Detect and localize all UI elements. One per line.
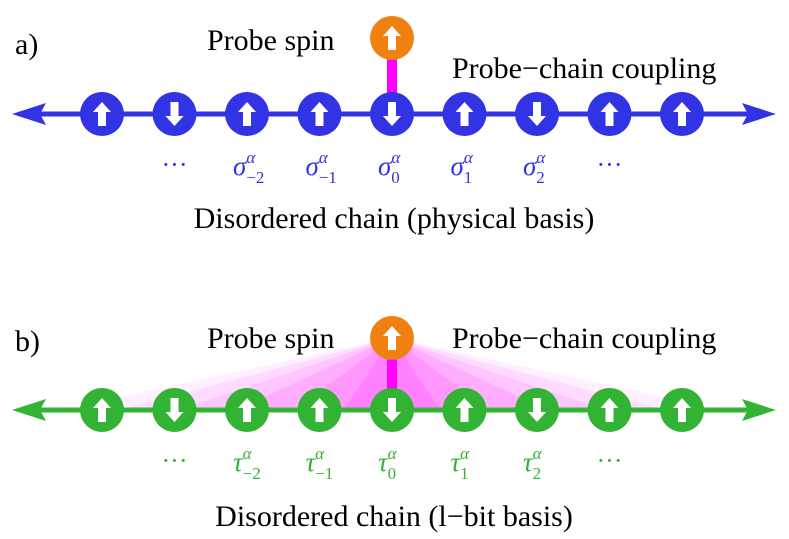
chain-site — [80, 388, 124, 432]
chain-site — [587, 92, 632, 136]
arrow-up-icon — [383, 326, 401, 350]
arrow-up-icon — [310, 398, 329, 422]
arrow-down-icon — [165, 102, 184, 126]
arrow-up-icon — [93, 398, 111, 422]
arrow-down-icon — [165, 398, 184, 422]
chain-site — [660, 388, 704, 432]
arrow-up-icon — [455, 398, 474, 422]
arrow-up-icon — [310, 102, 329, 126]
panel-a: a) Probe spin Probe−chain coupling ··· σα… — [12, 16, 776, 235]
panel-a-letter: a) — [15, 28, 38, 61]
chain-site — [80, 92, 124, 136]
chain-site — [515, 388, 559, 432]
arrow-up-icon — [238, 398, 256, 422]
coupling-stem — [387, 58, 397, 112]
panel-a-caption: Disordered chain (physical basis) — [194, 202, 595, 235]
panel-b-probe-label: Probe spin — [207, 322, 335, 355]
arrow-down-icon — [383, 398, 401, 422]
chain-site — [660, 92, 704, 136]
ellipsis-label: ··· — [597, 150, 623, 179]
site-operator-label: τα−1 — [306, 444, 334, 483]
arrow-up-icon — [383, 26, 401, 50]
arrow-up-icon — [455, 102, 474, 126]
arrow-up-icon — [238, 102, 256, 126]
site-operator-label: τα−2 — [233, 444, 261, 483]
panel-a-coupling-label: Probe−chain coupling — [452, 52, 716, 85]
probe-spin — [370, 16, 414, 60]
chain-site — [152, 388, 197, 432]
left-arrowhead-icon — [12, 399, 46, 421]
chain-site — [225, 388, 269, 432]
chain-site — [297, 388, 342, 432]
coupling-stem — [387, 358, 397, 408]
chain-site — [587, 388, 632, 432]
arrow-down-icon — [528, 102, 546, 126]
probe-spin — [370, 316, 414, 360]
chain-site — [370, 92, 414, 136]
chain-site — [442, 388, 487, 432]
arrow-up-icon — [600, 398, 619, 422]
chain-site — [225, 92, 269, 136]
arrow-up-icon — [600, 102, 619, 126]
panel-a-chain — [12, 16, 776, 136]
arrow-up-icon — [673, 102, 691, 126]
panel-b-letter: b) — [15, 325, 40, 358]
panel-b-chain — [12, 316, 776, 432]
chain-site — [297, 92, 342, 136]
site-operator-label: σα−2 — [233, 148, 264, 187]
arrow-down-icon — [383, 102, 401, 126]
panel-b: b) Probe spin Probe−chain coupling ··· τα… — [12, 316, 776, 533]
chain-site — [152, 92, 197, 136]
ellipsis-label: ··· — [162, 150, 188, 179]
arrow-down-icon — [528, 398, 546, 422]
ellipsis-label: ··· — [597, 446, 623, 475]
panel-a-probe-label: Probe spin — [207, 24, 335, 57]
chain-site — [442, 92, 487, 136]
right-arrowhead-icon — [742, 399, 776, 421]
chain-site — [370, 388, 414, 432]
site-operator-label: σα−1 — [306, 148, 337, 187]
arrow-up-icon — [93, 102, 111, 126]
chain-site — [515, 92, 559, 136]
left-arrowhead-icon — [12, 103, 46, 125]
right-arrowhead-icon — [742, 103, 776, 125]
panel-b-coupling-label: Probe−chain coupling — [452, 322, 716, 355]
ellipsis-label: ··· — [162, 446, 188, 475]
arrow-up-icon — [673, 398, 691, 422]
panel-b-caption: Disordered chain (l−bit basis) — [215, 500, 573, 533]
